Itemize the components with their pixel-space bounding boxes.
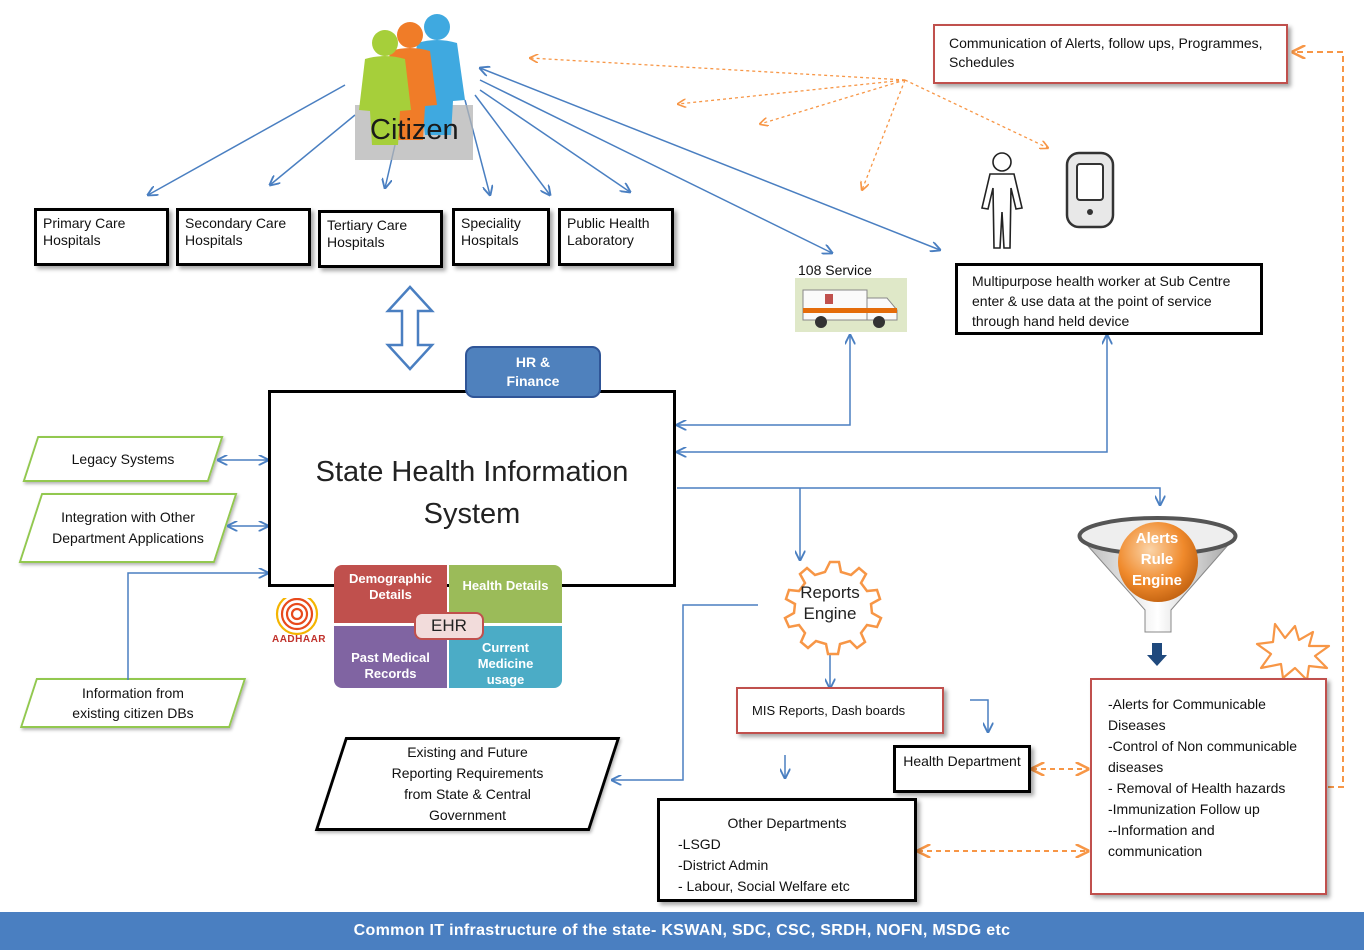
footer-infrastructure-bar: Common IT infrastructure of the state- K… — [0, 912, 1364, 950]
reports-engine-label: Reports Engine — [800, 583, 860, 623]
aadhaar-label: AADHAAR — [271, 634, 327, 645]
alert-feedback-loop — [1293, 52, 1344, 788]
integration-box: Integration with Other Department Applic… — [30, 493, 226, 563]
ehr-center-label: EHR — [414, 612, 484, 640]
ambulance-icon — [795, 278, 907, 332]
alerts-down-arrow — [1147, 643, 1167, 666]
health-department-box: Health Department — [893, 745, 1031, 793]
other-departments-box: Other Departments -LSGD -District Admin … — [657, 798, 917, 902]
hr-finance-box: HR & Finance — [465, 346, 601, 398]
hospital-primary: Primary Care Hospitals — [34, 208, 169, 266]
aadhaar-logo — [262, 590, 332, 650]
hospitals-his-double-arrow — [385, 285, 435, 371]
person-icon — [978, 150, 1026, 250]
reports-engine-gear — [755, 558, 905, 658]
alerts-list-item: - Removal of Health hazards — [1108, 780, 1286, 796]
legacy-systems-box: Legacy Systems — [30, 436, 216, 482]
alerts-list-item: --Information and communication — [1108, 822, 1215, 859]
alert-broadcast-links — [530, 58, 1048, 190]
citizen-dbs-box: Information from existing citizen DBs — [28, 678, 238, 728]
shis-box: State Health Information System — [268, 390, 676, 587]
alerts-list-item: -Immunization Follow up — [1108, 801, 1260, 817]
other-departments-title: Other Departments — [727, 815, 847, 831]
citizen-label: Citizen — [370, 114, 459, 146]
service-108-label: 108 Service — [798, 262, 872, 278]
mis-reports-box: MIS Reports, Dash boards — [736, 687, 944, 734]
ehr-past-records: Past Medical Records — [334, 626, 447, 688]
hospital-secondary: Secondary Care Hospitals — [176, 208, 311, 266]
hospital-tertiary: Tertiary Care Hospitals — [318, 210, 443, 268]
hospital-speciality: Speciality Hospitals — [452, 208, 550, 266]
other-dept-item: - Labour, Social Welfare etc — [678, 878, 850, 894]
alerts-list-item: -Control of Non communicable diseases — [1108, 738, 1298, 775]
citizen-icon — [355, 5, 473, 160]
health-worker-box: Multipurpose health worker at Sub Centre… — [955, 263, 1263, 335]
handheld-device-icon — [1064, 150, 1120, 232]
other-dept-item: -LSGD — [678, 836, 721, 852]
alerts-list-item: -Alerts for Communicable Diseases — [1108, 696, 1266, 733]
ehr-current-medicine: Current Medicine usage — [449, 626, 562, 688]
hospital-public-lab: Public Health Laboratory — [558, 208, 674, 266]
other-dept-item: -District Admin — [678, 857, 769, 873]
alerts-engine-label: Alerts Rule Engine — [1131, 530, 1182, 589]
alerts-engine-funnel — [1075, 500, 1240, 635]
starburst-icon — [1255, 622, 1335, 682]
people-figures — [359, 14, 465, 145]
reporting-requirements-box: Existing and Future Reporting Requiremen… — [330, 737, 605, 831]
alerts-communication-box: Communication of Alerts, follow ups, Pro… — [933, 24, 1288, 84]
alerts-list-box: -Alerts for Communicable Diseases -Contr… — [1090, 678, 1327, 895]
shis-title: State Health Information System — [315, 456, 629, 530]
